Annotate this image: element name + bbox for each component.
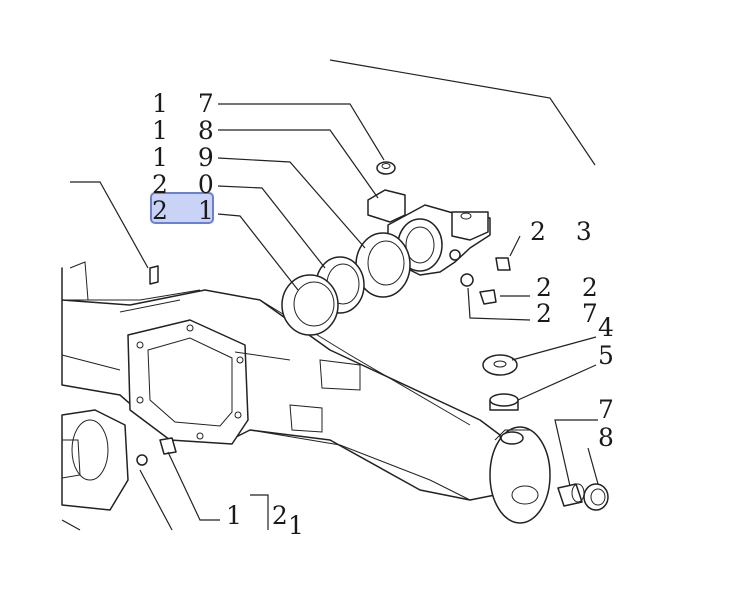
- grease-nipple[interactable]: [149, 265, 159, 285]
- part-12-washer[interactable]: [136, 454, 148, 466]
- part-5-top: [489, 393, 519, 407]
- callout-12[interactable]: 1 2: [226, 501, 299, 530]
- leader-8: [587, 447, 599, 485]
- callout-22[interactable]: 2 2: [536, 273, 609, 302]
- part-23-pin[interactable]: [495, 257, 511, 271]
- callout-23[interactable]: 2 3: [530, 217, 603, 246]
- leader-23: [509, 235, 521, 257]
- leader-12b: [139, 469, 173, 531]
- leader-7: [554, 419, 598, 487]
- callout-1[interactable]: 1: [288, 511, 315, 540]
- part-4-hole: [493, 360, 507, 368]
- callout-4[interactable]: 4: [598, 313, 625, 342]
- leader-20: [217, 185, 326, 269]
- part-21-seal[interactable]: [281, 274, 339, 336]
- leader-top-left: [70, 181, 149, 269]
- leader-18: [218, 129, 379, 199]
- callout-19[interactable]: 1 9: [152, 143, 225, 172]
- leader-bottom-left: [61, 519, 81, 531]
- part-27-bolt[interactable]: [479, 289, 497, 305]
- part-17-hole: [381, 163, 391, 169]
- leader-21: [217, 213, 299, 291]
- part-7-bushing[interactable]: [557, 483, 585, 507]
- callout-17[interactable]: 1 7: [152, 89, 225, 118]
- leader-17: [218, 103, 385, 161]
- leader-27: [467, 287, 531, 321]
- leader-12: [167, 451, 220, 521]
- frame-line-top: [329, 59, 596, 166]
- part-12-bolt[interactable]: [159, 437, 177, 455]
- callout-18[interactable]: 1 8: [152, 116, 225, 145]
- part-4-washer[interactable]: [482, 354, 518, 376]
- callout-20[interactable]: 2 0: [152, 170, 225, 199]
- part-22-washer[interactable]: [460, 273, 474, 287]
- steering-knuckle[interactable]: [489, 426, 551, 524]
- callout-21[interactable]: 2 1: [152, 196, 225, 225]
- leader-19: [217, 157, 366, 249]
- callout-27[interactable]: 2 7: [536, 299, 609, 328]
- leader-4: [511, 336, 597, 361]
- callout-5[interactable]: 5: [598, 341, 625, 370]
- part-18-block[interactable]: [367, 189, 406, 223]
- callout-8[interactable]: 8: [598, 423, 625, 452]
- part-8-cap[interactable]: [583, 483, 609, 511]
- callout-21-highlight[interactable]: [150, 192, 214, 224]
- leader-1: [250, 494, 269, 530]
- side-gear-housing[interactable]: [61, 409, 129, 511]
- axle-housing[interactable]: [61, 261, 506, 501]
- callout-7[interactable]: 7: [598, 395, 625, 424]
- leader-5: [517, 364, 597, 401]
